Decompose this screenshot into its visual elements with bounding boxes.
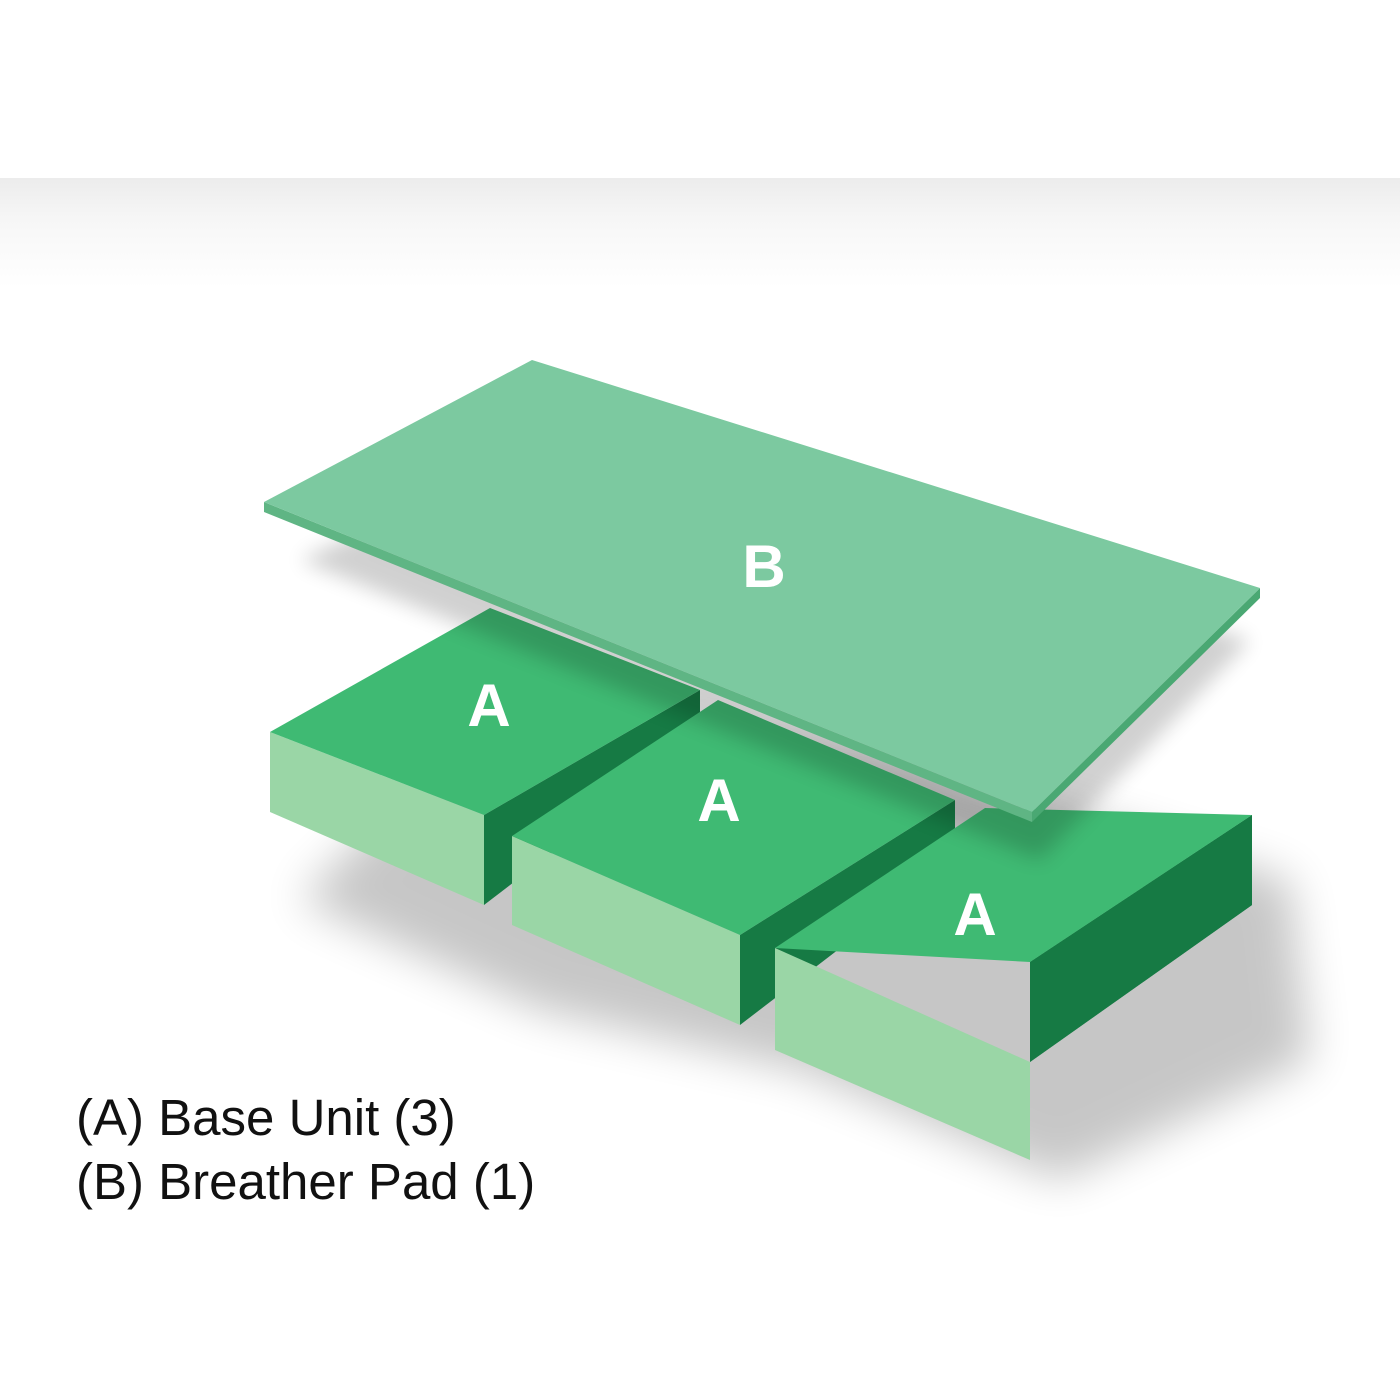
base-unit-3-label: A [953, 881, 996, 948]
breather-pad-edge [264, 502, 1032, 822]
base-unit-2-label: A [697, 767, 740, 834]
base-unit-3-front-face [775, 948, 1030, 1160]
base-unit-1-label: A [467, 672, 510, 739]
base-unit-3: A [775, 808, 1252, 1160]
breather-pad-side-edge [1032, 588, 1260, 822]
base-unit-2-front-face [512, 836, 740, 1025]
legend-item-base-unit: (A) Base Unit (3) [76, 1089, 456, 1146]
breather-pad: B [264, 360, 1260, 822]
base-unit-1-front-face [270, 732, 484, 905]
legend: (A) Base Unit (3) (B) Breather Pad (1) [76, 1086, 535, 1214]
legend-item-breather-pad: (B) Breather Pad (1) [76, 1153, 536, 1210]
base-unit-3-side-face-lower [1030, 815, 1252, 1062]
breather-pad-top-face [264, 360, 1260, 812]
breather-pad-label: B [742, 533, 785, 600]
base-unit-3-top-face [775, 808, 1252, 962]
